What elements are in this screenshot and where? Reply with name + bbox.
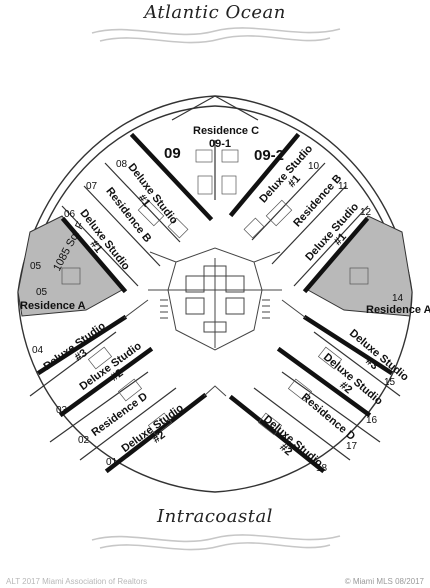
corridor-lines (123, 299, 307, 397)
unit-18-number: 18 (316, 463, 328, 474)
unit-residence-c-name: Residence C (193, 125, 260, 137)
unit-04-number: 04 (32, 345, 44, 356)
top-waves (91, 27, 341, 44)
unit-01-number: 01 (106, 457, 118, 468)
bottom-waves (91, 534, 341, 551)
unit-03-number: 03 (56, 405, 68, 416)
unit-02-number: 02 (78, 435, 90, 446)
unit-05-secondary-number: 05 (36, 287, 48, 298)
unit-dividers (29, 95, 401, 461)
intracoastal-heading: Intracoastal (157, 506, 273, 527)
unit-11-number: 11 (338, 181, 349, 192)
unit-10-number: 10 (308, 161, 320, 172)
unit-left-residence-a: Residence A (20, 300, 86, 312)
unit-right-residence-a: Residence A (366, 304, 430, 316)
interior-fixtures (61, 149, 369, 436)
unit-05-number: 05 (30, 261, 42, 272)
unit-16-number: 16 (366, 415, 378, 426)
unit-06-number: 06 (64, 209, 76, 220)
watermark-right: © Miami MLS 08/2017 (344, 577, 424, 586)
unit-14-number: 14 (392, 293, 404, 304)
central-core (148, 247, 282, 351)
residence-a-highlights (17, 215, 413, 317)
atlantic-ocean-heading: Atlantic Ocean (144, 2, 286, 23)
unit-residence-c-number: 09-1 (209, 138, 232, 150)
unit-09-2-number: 09-2 (254, 147, 285, 164)
unit-07-number: 07 (86, 181, 98, 192)
watermark-left: ALT 2017 Miami Association of Realtors (6, 577, 148, 586)
unit-09-number: 09 (164, 145, 181, 162)
unit-17-number: 17 (346, 441, 358, 452)
unit-12-number: 12 (360, 207, 372, 218)
heavy-walls (36, 132, 394, 474)
unit-08-number: 08 (116, 159, 128, 170)
unit-15-number: 15 (384, 377, 396, 388)
